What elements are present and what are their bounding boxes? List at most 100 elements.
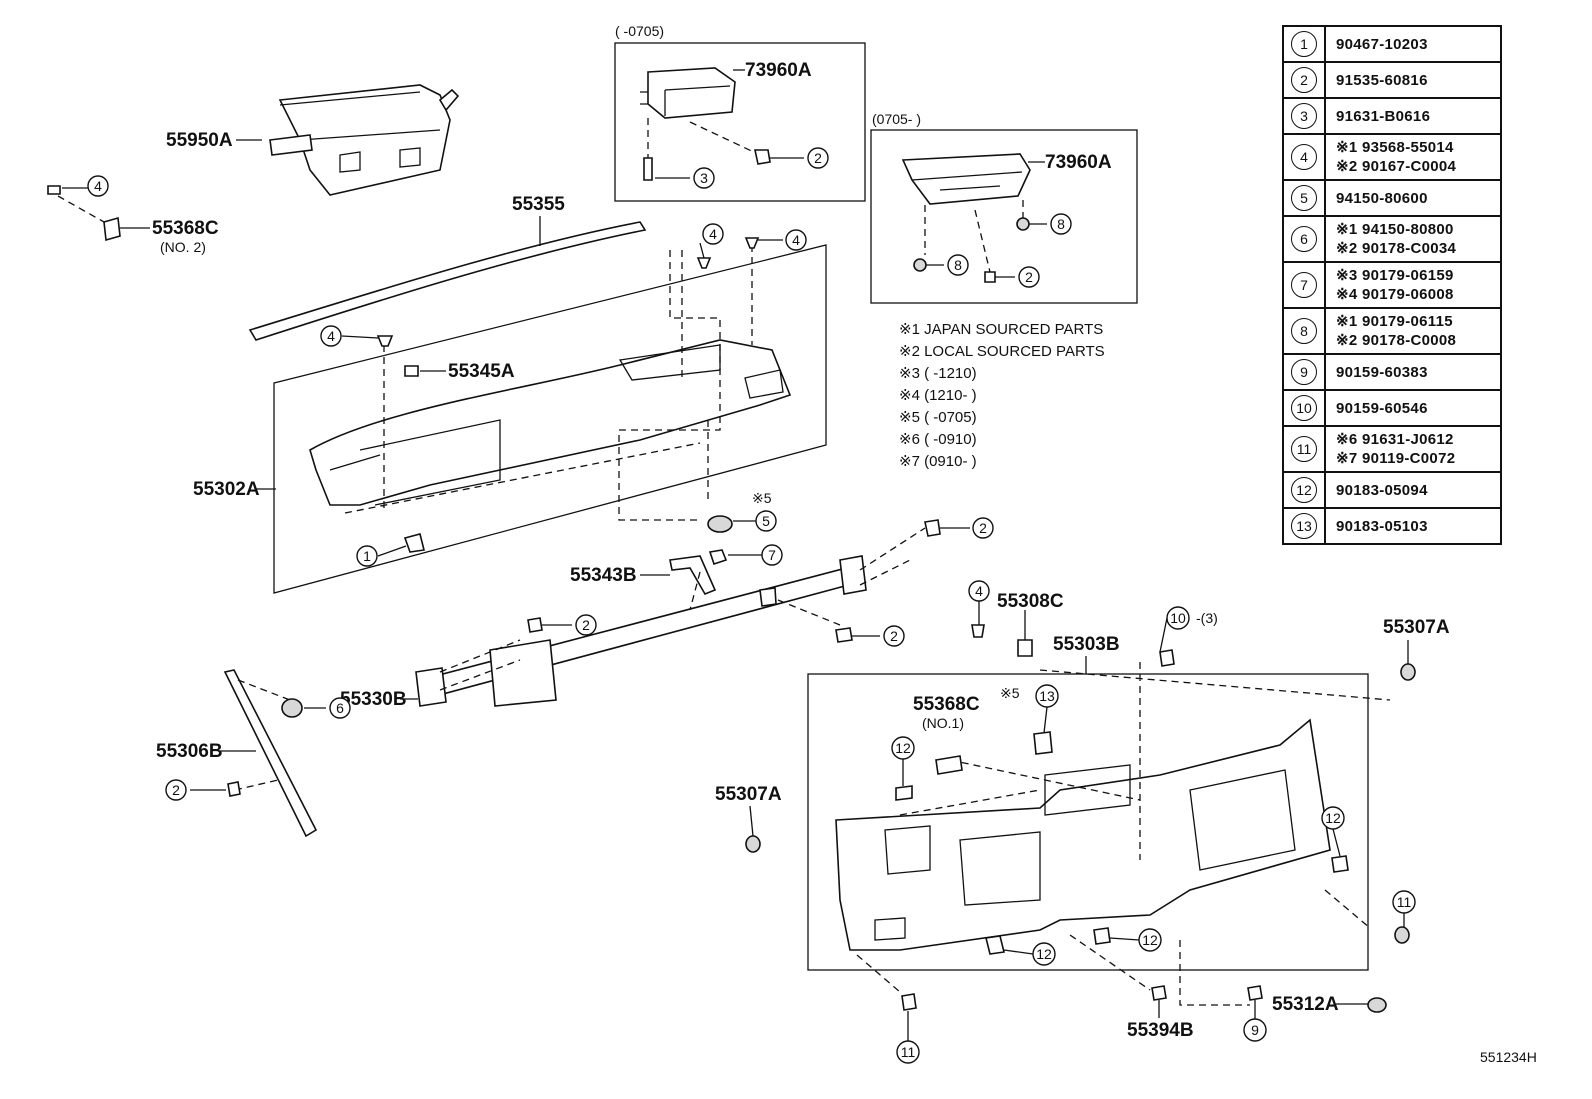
- svg-text:12: 12: [1325, 810, 1341, 826]
- callout-number: 10: [1291, 395, 1317, 421]
- part-number-text: 90467-10203: [1336, 35, 1428, 53]
- part-number-text: 91535-60816: [1336, 71, 1428, 89]
- parts-table-part-number: ※1 90179-06115 ※2 90178-C0008: [1324, 307, 1502, 355]
- note-5: ※5 ( -0705): [899, 409, 977, 426]
- callout-10: 10: [1166, 606, 1190, 630]
- parts-table-part-number: 90467-10203: [1324, 25, 1502, 63]
- callout-3: 3: [693, 167, 715, 189]
- callout-11: 11: [1392, 890, 1416, 914]
- parts-table-part-number: ※1 94150-80800※2 90178-C0034: [1324, 215, 1502, 263]
- note-4: ※4 (1210- ): [899, 387, 977, 404]
- parts-table-row: 4※1 93568-55014※2 90167-C0004: [1282, 133, 1502, 181]
- callout-number: 8: [1291, 318, 1317, 344]
- parts-table-callout: 5: [1282, 179, 1326, 217]
- callout-2: 2: [575, 614, 597, 636]
- note-1: ※1 JAPAN SOURCED PARTS: [899, 321, 1103, 338]
- callout-4: 4: [702, 223, 724, 245]
- callout-number: 7: [1291, 272, 1317, 298]
- parts-table-callout: 8: [1282, 307, 1326, 355]
- parts-table-part-number: 94150-80600: [1324, 179, 1502, 217]
- callout-4: 4: [320, 325, 342, 347]
- svg-text:11: 11: [1397, 894, 1412, 910]
- part-number-text: ※2 90178-C0008: [1336, 332, 1457, 349]
- callout-number: 11: [1291, 436, 1317, 462]
- callout-11: 11: [896, 1040, 920, 1064]
- callout-number: 12: [1291, 477, 1317, 503]
- callout-2: 2: [807, 147, 829, 169]
- inset-label-before-0705: ( -0705): [615, 23, 664, 39]
- label-note5-upper: ※5: [752, 490, 772, 506]
- reference-code: 551234H: [1480, 1049, 1537, 1065]
- parts-table-callout: 7: [1282, 261, 1326, 309]
- svg-text:2: 2: [979, 520, 987, 536]
- parts-table-callout: 13: [1282, 507, 1326, 545]
- svg-text:9: 9: [1251, 1022, 1259, 1038]
- parts-table-part-number: ※3 90179-06159※4 90179-06008: [1324, 261, 1502, 309]
- svg-text:12: 12: [1036, 946, 1052, 962]
- part-number-text: 90159-60546: [1336, 399, 1428, 417]
- inset-box-before-0705: [614, 42, 866, 202]
- note-6: ※6 ( -0910): [899, 431, 977, 448]
- instrument-panel-reinforcement: [415, 555, 867, 707]
- callout-5: 5: [755, 510, 777, 532]
- airbag-module-upper: [640, 67, 736, 119]
- callout-4: 4: [87, 175, 109, 197]
- label-55368C-no1: 55368C: [913, 694, 980, 715]
- part-number-text: 90183-05103: [1336, 517, 1428, 535]
- svg-text:8: 8: [954, 257, 962, 273]
- label-55330B: 55330B: [340, 689, 407, 710]
- callout-12: 12: [1138, 928, 1162, 952]
- callout-2: 2: [1018, 266, 1040, 288]
- callout-12: 12: [1321, 806, 1345, 830]
- label-55307A-right: 55307A: [1383, 617, 1450, 638]
- notes-block: ※1 JAPAN SOURCED PARTS ※2 LOCAL SOURCED …: [899, 321, 1105, 470]
- callout-7: 7: [761, 544, 783, 566]
- part-number-text: ※1 90179-06115: [1336, 313, 1453, 330]
- parts-table-part-number: 90159-60383: [1324, 353, 1502, 391]
- svg-text:12: 12: [895, 740, 911, 756]
- parts-table-row: 6※1 94150-80800※2 90178-C0034: [1282, 215, 1502, 263]
- inset-box-after-0705: [870, 129, 1138, 304]
- svg-text:5: 5: [762, 513, 770, 529]
- parts-table-part-number: 91535-60816: [1324, 61, 1502, 99]
- part-number-text: ※2 90178-C0034: [1336, 240, 1457, 257]
- label-55308C: 55308C: [997, 591, 1064, 612]
- part-number-text: 94150-80600: [1336, 189, 1428, 207]
- upper-panel-box: [273, 244, 827, 594]
- label-55303B: 55303B: [1053, 634, 1120, 655]
- parts-table-callout: 3: [1282, 97, 1326, 135]
- svg-text:8: 8: [1057, 216, 1065, 232]
- label-note5-lower: ※5: [1000, 685, 1020, 701]
- callout-2: 2: [165, 779, 187, 801]
- label-55368C-no2-sub: (NO. 2): [160, 239, 206, 255]
- parts-table-row: 12 90183-05094: [1282, 471, 1502, 509]
- callout-2: 2: [972, 517, 994, 539]
- callout-8: 8: [947, 254, 969, 276]
- callout-number: 5: [1291, 185, 1317, 211]
- part-number-text: 90183-05094: [1336, 481, 1428, 499]
- label-qty-10: -(3): [1196, 610, 1218, 626]
- svg-text:6: 6: [336, 700, 344, 716]
- callout-13: 13: [1035, 684, 1059, 708]
- bracket-55343B: [669, 555, 717, 596]
- svg-text:2: 2: [582, 617, 590, 633]
- svg-text:12: 12: [1142, 932, 1158, 948]
- label-55394B: 55394B: [1127, 1020, 1194, 1041]
- callout-12: 12: [1032, 942, 1056, 966]
- svg-text:4: 4: [94, 178, 102, 194]
- parts-table-callout: 6: [1282, 215, 1326, 263]
- label-73960A-after: 73960A: [1045, 152, 1112, 173]
- svg-text:4: 4: [327, 328, 335, 344]
- svg-text:1: 1: [363, 548, 371, 564]
- parts-table-callout: 11: [1282, 425, 1326, 473]
- inset-label-after-0705: (0705- ): [872, 111, 921, 127]
- label-55302A: 55302A: [193, 479, 260, 500]
- part-number-text: ※4 90179-06008: [1336, 286, 1454, 303]
- label-55368C-no2: 55368C: [152, 218, 219, 239]
- parts-table-row: 11※6 91631-J0612※7 90119-C0072: [1282, 425, 1502, 473]
